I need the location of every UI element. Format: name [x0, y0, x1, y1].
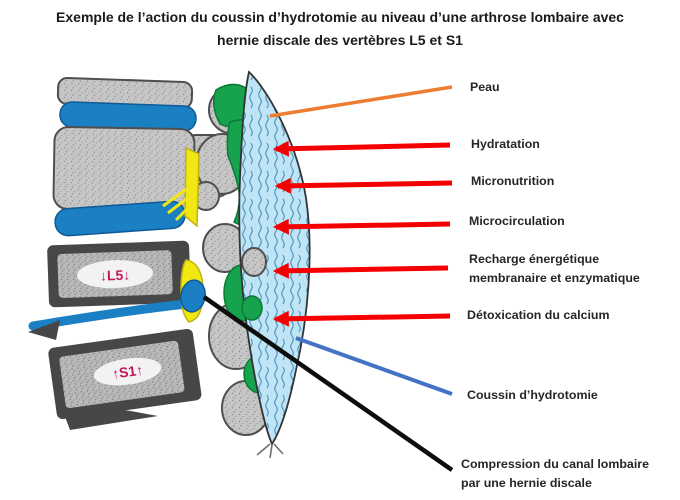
pointer-lines — [202, 85, 454, 472]
recharge-arrow — [272, 262, 449, 279]
hydrotomy-cushion — [238, 70, 311, 459]
s1-label: ↑S1↑ — [111, 362, 144, 382]
label-hydratation: Hydratation — [471, 137, 540, 151]
herniated-disc — [28, 259, 206, 340]
label-recharge: Recharge énergétique membranaire et enzy… — [469, 252, 640, 285]
nerve-root-streak-1 — [162, 186, 189, 208]
facet-overlap-gray — [241, 247, 267, 277]
microcirculation-arrow — [272, 218, 451, 235]
vertebra-s1: ↑S1↑ — [48, 328, 202, 430]
l5-label: ↓L5↓ — [100, 267, 131, 284]
micronutrition-arrow — [274, 177, 453, 194]
nerve-root-streak-3 — [174, 204, 192, 222]
anterior-lip — [28, 320, 60, 340]
label-micronutrition: Micronutrition — [471, 174, 555, 188]
coussin-pointer-line — [295, 336, 453, 396]
peau-pointer-line — [269, 85, 453, 118]
compression-pointer-line — [202, 295, 454, 472]
hydratation-arrow — [272, 140, 451, 157]
label-coussin: Coussin d’hydrotomie — [467, 388, 598, 402]
nerve-yellow-structures — [162, 146, 200, 228]
ligament-overlap-green — [241, 295, 263, 321]
title-line-2: hernie discale des vertèbres L5 et S1 — [217, 32, 463, 48]
s1-label-highlight — [93, 357, 162, 386]
nerve-root-streak-2 — [167, 195, 190, 215]
squeezed-disc-band — [28, 299, 191, 331]
cushion-shape — [238, 70, 311, 446]
vertebra-l5: ↓L5↓ — [47, 240, 191, 308]
label-peau: Peau — [470, 80, 500, 94]
label-compression: Compression du canal lombaire par une he… — [461, 457, 649, 490]
label-detoxication: Détoxication du calcium — [467, 308, 610, 322]
cushion-roots — [256, 443, 284, 459]
label-microcirculation: Microcirculation — [469, 214, 565, 228]
page-title: Exemple de l’action du coussin d’hydroto… — [0, 6, 680, 52]
detoxication-arrow — [272, 310, 451, 327]
title-line-1: Exemple de l’action du coussin d’hydroto… — [56, 9, 624, 25]
posterior-elements — [192, 85, 271, 436]
l5-label-highlight — [77, 260, 154, 289]
